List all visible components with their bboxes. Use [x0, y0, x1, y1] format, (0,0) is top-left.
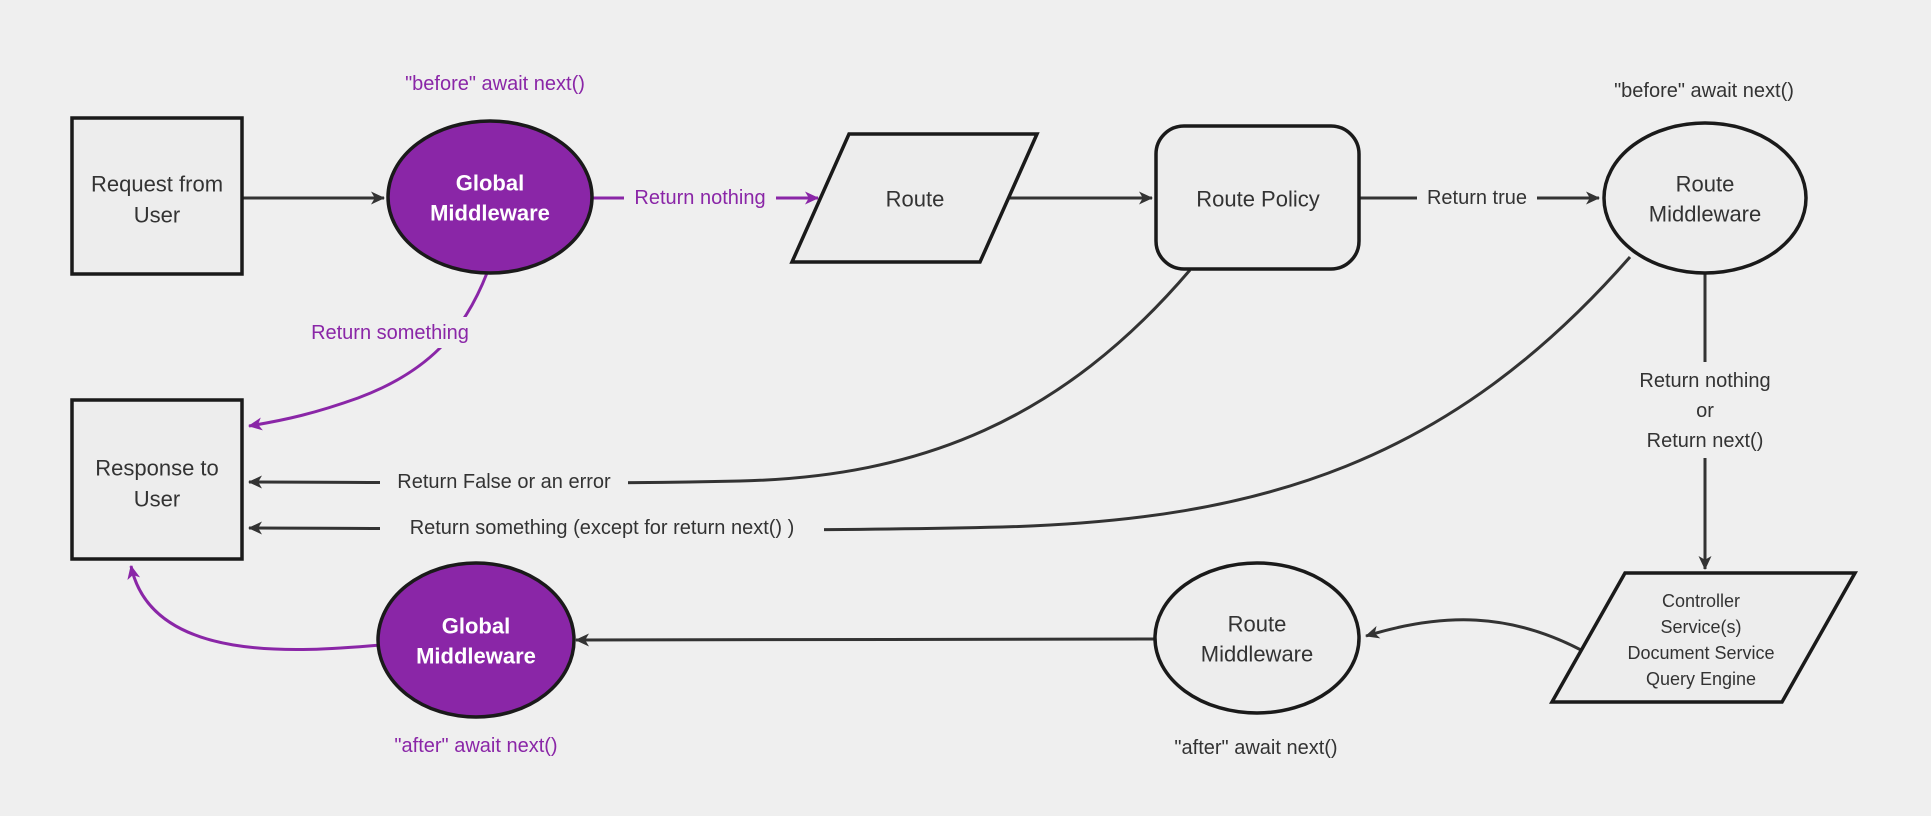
response-to-user-label-line1: Response to — [95, 456, 219, 481]
node-request-from-user: Request from User — [70, 116, 244, 276]
global-middleware-top-label-line1: Global — [456, 171, 524, 196]
label-mask — [1417, 181, 1537, 213]
label-mask — [380, 512, 824, 543]
label-after-await-next-route: "after" await next() — [1174, 737, 1337, 759]
route-middleware-bottom-ellipse — [1153, 561, 1361, 715]
controller-label-line4: Query Engine — [1646, 669, 1756, 689]
label-return-nothing: Return nothing — [634, 187, 765, 209]
label-return-something-except: Return something (except for return next… — [410, 517, 795, 539]
global-middleware-bottom-label-line2: Middleware — [416, 644, 536, 669]
node-response-to-user: Response to User — [70, 398, 244, 561]
label-return-true: Return true — [1427, 187, 1527, 209]
node-controller-stack: Controller Service(s) Document Service Q… — [1548, 571, 1859, 704]
route-label: Route — [886, 187, 945, 212]
controller-label-line1: Controller — [1662, 591, 1740, 611]
route-middleware-top-label-line2: Middleware — [1649, 202, 1762, 227]
node-global-middleware-bottom: Global Middleware — [376, 561, 576, 719]
node-route-policy: Route Policy — [1154, 124, 1361, 271]
request-from-user-label-line1: Request from — [91, 172, 223, 197]
route-middleware-bottom-label-line2: Middleware — [1201, 642, 1314, 667]
controller-parallelogram — [1548, 571, 1859, 704]
edge-global-middleware-bottom-to-response — [127, 565, 382, 652]
route-parallelogram — [789, 132, 1040, 264]
global-middleware-top-label-line2: Middleware — [430, 201, 550, 226]
request-from-user-label-line2: User — [134, 203, 180, 228]
label-return-false-or-error: Return False or an error — [397, 471, 611, 493]
global-middleware-top-ellipse — [386, 119, 594, 275]
edge-route-middleware-bottom-to-global-middleware-bottom — [575, 633, 1156, 647]
node-global-middleware-top: Global Middleware — [386, 119, 594, 275]
global-middleware-bottom-ellipse — [376, 561, 576, 719]
label-before-await-next-route: "before" await next() — [1614, 80, 1794, 102]
edge-route-policy-return-false — [248, 269, 1192, 489]
route-policy-label: Route Policy — [1196, 187, 1320, 212]
label-before-await-next-global: "before" await next() — [405, 73, 585, 95]
route-middleware-top-label-line1: Route — [1676, 172, 1735, 197]
request-from-user-box — [70, 116, 244, 276]
node-route: Route — [789, 132, 1040, 264]
route-middleware-top-ellipse — [1602, 121, 1808, 275]
edge-global-middleware-return-something — [248, 272, 489, 431]
node-route-middleware-top: Route Middleware — [1602, 121, 1808, 275]
label-return-nothing-or-line2: or — [1696, 400, 1714, 422]
label-after-await-next-global: "after" await next() — [394, 735, 557, 757]
controller-label-line2: Service(s) — [1660, 617, 1741, 637]
route-policy-box — [1154, 124, 1361, 271]
edge-controller-to-route-middleware-bottom — [1365, 618, 1582, 652]
label-mask — [1626, 362, 1784, 458]
label-return-nothing-or-line3: Return next() — [1647, 430, 1764, 452]
controller-label-line3: Document Service — [1627, 643, 1774, 663]
label-mask — [380, 466, 628, 497]
response-to-user-label-line2: User — [134, 487, 180, 512]
label-mask — [624, 181, 776, 213]
label-mask — [306, 317, 474, 348]
global-middleware-bottom-label-line1: Global — [442, 614, 510, 639]
response-to-user-box — [70, 398, 244, 561]
route-middleware-bottom-label-line1: Route — [1228, 612, 1287, 637]
label-return-nothing-or-line1: Return nothing — [1639, 370, 1770, 392]
node-route-middleware-bottom: Route Middleware — [1153, 561, 1361, 715]
label-return-something: Return something — [311, 322, 469, 344]
